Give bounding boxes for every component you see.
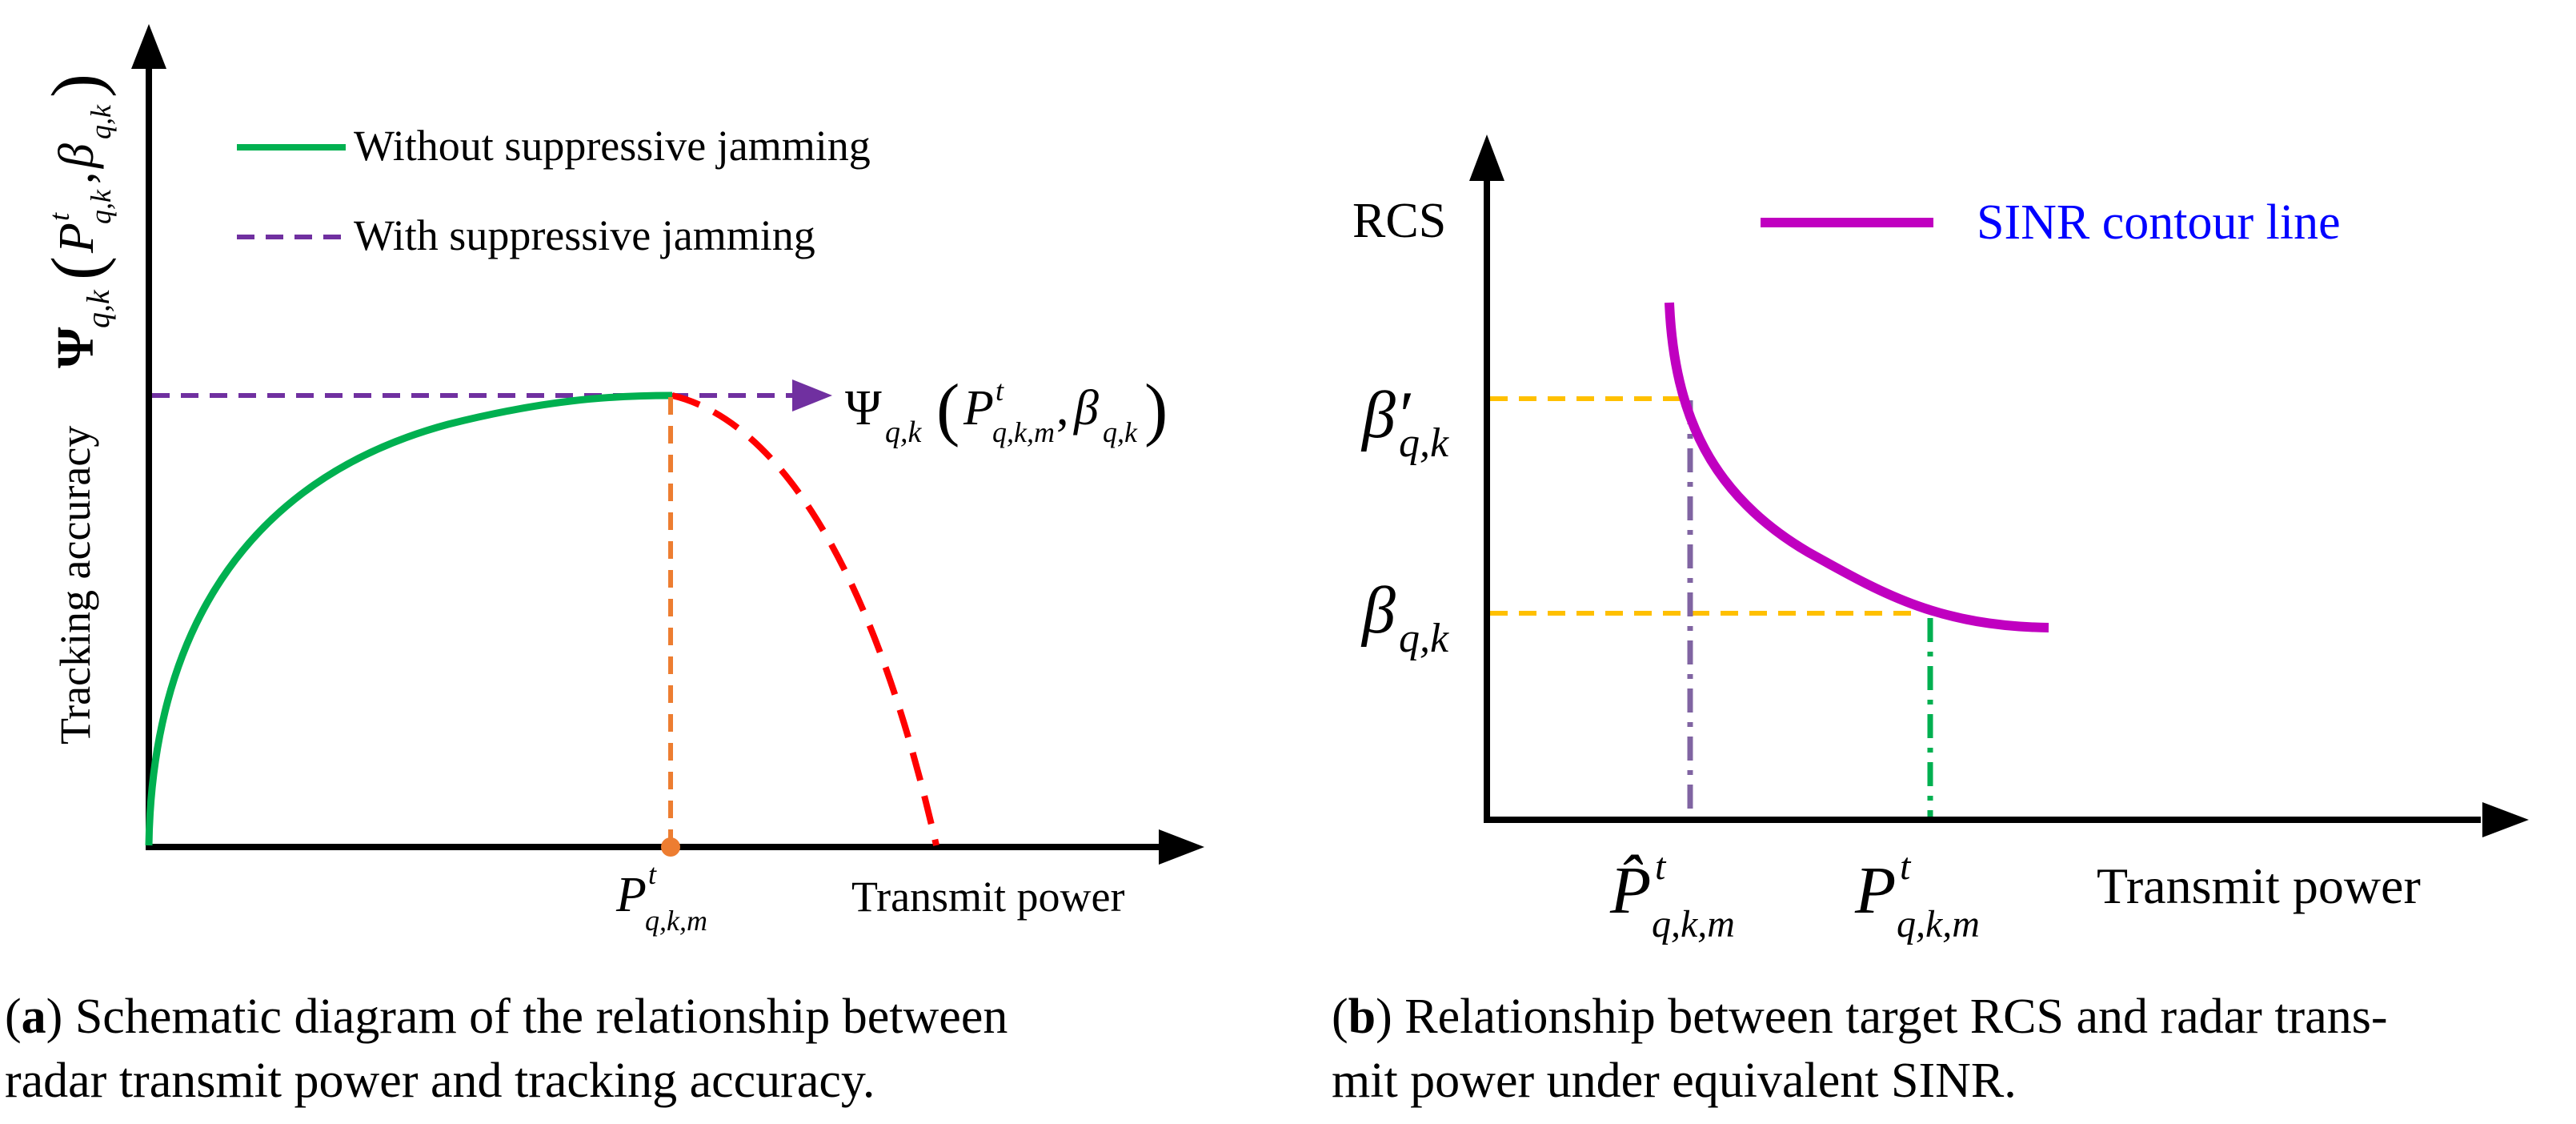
annot-P: P <box>963 381 994 436</box>
caption-a-line2: radar transmit power and tracking accura… <box>5 1054 875 1108</box>
annot-paren-close: ) <box>1144 371 1168 448</box>
y-label-beta: β <box>50 143 104 169</box>
panel-b-x-arrowhead <box>2482 802 2529 837</box>
panel-a-y-arrowhead <box>131 24 166 69</box>
optimal-power-marker <box>661 837 680 857</box>
y-label-P-sub: q,k <box>85 189 117 224</box>
arrow-annotation: Ψ q,k ( P t q,k,m , β q,k ) <box>845 371 1168 449</box>
panel-a: Without suppressive jamming With suppres… <box>38 24 1204 937</box>
sinr-contour-curve <box>1665 302 2049 632</box>
annot-beta-sub: q,k <box>1103 416 1138 448</box>
caption-b-line1: (b) Relationship between target RCS and … <box>1332 990 2388 1044</box>
caption-a-text: Schematic diagram of the relationship be… <box>62 990 1008 1044</box>
y-tick-beta: β q,k <box>1360 573 1449 661</box>
x-marker-label: P t q,k,m <box>615 858 707 937</box>
x-tick-p-hat-main: P̂ <box>1609 853 1651 928</box>
caption-a-tag: a <box>21 990 46 1044</box>
y-tick-beta-main: β <box>1360 573 1396 648</box>
x-marker-P: P <box>615 868 647 922</box>
legend-text-without-jamming: Without suppressive jamming <box>354 122 871 170</box>
y-label-comma: , <box>50 172 104 185</box>
legend-text-sinr: SINR contour line <box>1977 195 2341 250</box>
annot-psi-sub: q,k <box>885 415 923 449</box>
y-label-psi: Ψ <box>46 327 105 368</box>
annot-P-sup: t <box>996 375 1004 407</box>
x-tick-p-main: P <box>1854 853 1896 928</box>
y-label-beta-sub: q,k <box>85 104 117 139</box>
caption-b-line2: mit power under equivalent SINR. <box>1332 1054 2017 1108</box>
caption-b: (b) Relationship between target RCS and … <box>1332 985 2572 1113</box>
annot-comma: , <box>1056 381 1069 436</box>
jamming-arrowhead <box>792 379 832 411</box>
y-label-paren-close: ) <box>38 74 117 98</box>
y-tick-beta-prime-sub: q,k <box>1399 420 1449 466</box>
y-label-text: Tracking accuracy <box>51 426 99 745</box>
y-tick-beta-prime-main: β′ <box>1360 378 1412 452</box>
legend-text-with-jamming: With suppressive jamming <box>354 211 815 259</box>
panel-a-y-label: Tracking accuracy Ψ q,k ( P t q,k , β q,… <box>38 74 117 745</box>
x-tick-p-hat-sub: q,k,m <box>1652 903 1735 945</box>
caption-b-text: Relationship between target RCS and rada… <box>1392 990 2388 1044</box>
y-label-P: P <box>50 223 104 254</box>
y-label-psi-sub: q,k <box>80 289 116 328</box>
x-marker-sup: t <box>648 858 657 890</box>
panel-a-x-arrowhead <box>1159 829 1204 865</box>
annot-P-sub: q,k,m <box>992 416 1055 448</box>
curve-with-jamming <box>671 392 939 846</box>
panel-b: RCS SINR contour line β′ q,k β q,k P̂ t … <box>1352 134 2529 945</box>
x-tick-p: P t q,k,m <box>1854 845 1980 945</box>
x-tick-p-sup: t <box>1900 845 1912 888</box>
y-label-paren-open: ( <box>38 256 117 280</box>
y-tick-beta-prime: β′ q,k <box>1360 378 1449 466</box>
curve-without-jamming <box>145 391 673 846</box>
x-tick-p-hat: P̂ t q,k,m <box>1609 845 1735 945</box>
x-tick-p-hat-sup: t <box>1655 845 1667 888</box>
y-tick-beta-sub: q,k <box>1399 616 1449 661</box>
annot-beta: β <box>1073 381 1099 436</box>
panel-b-y-arrowhead <box>1469 134 1504 181</box>
x-marker-sub: q,k,m <box>645 905 707 937</box>
caption-a-line1: (a) Schematic diagram of the relationshi… <box>5 990 1008 1044</box>
caption-b-tag: b <box>1348 990 1376 1044</box>
annot-psi: Ψ <box>845 381 882 436</box>
caption-a: (a) Schematic diagram of the relationshi… <box>5 985 1253 1113</box>
annot-paren-open: ( <box>936 371 959 448</box>
panel-b-y-label: RCS <box>1352 194 1446 248</box>
x-tick-p-sub: q,k,m <box>1897 903 1980 945</box>
panel-a-x-label: Transmit power <box>851 873 1125 921</box>
y-label-P-sup: t <box>43 212 75 221</box>
panel-b-x-label: Transmit power <box>2097 857 2421 914</box>
